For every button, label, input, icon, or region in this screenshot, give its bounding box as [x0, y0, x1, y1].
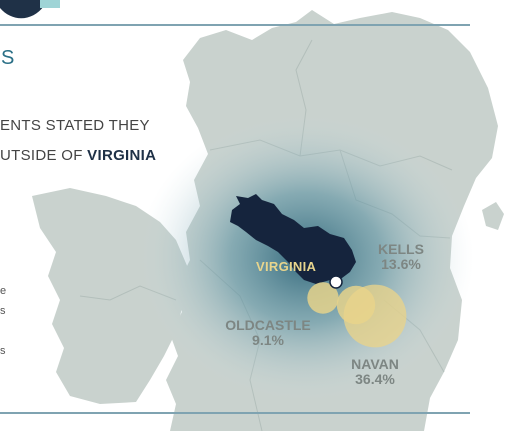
bottom-divider [0, 412, 470, 414]
side-fragment: e [0, 285, 7, 297]
logo-arc-icon [0, 0, 60, 19]
navan-percent: 36.4% [355, 371, 395, 387]
intro-line-2-highlight: VIRGINIA [87, 147, 157, 164]
side-fragment: s [0, 305, 6, 317]
oldcastle-percent: 9.1% [252, 332, 284, 348]
oldcastle-name: OLDCASTLE [225, 317, 311, 333]
intro-line-2: UTSIDE OF VIRGINIA [0, 147, 156, 164]
virginia-county-shape [230, 194, 356, 284]
land-island [482, 202, 504, 230]
intro-line-2-prefix: UTSIDE OF [0, 147, 88, 164]
header-title-fragment: S [1, 47, 16, 69]
kells-percent: 13.6% [381, 256, 421, 272]
virginia-dot [329, 275, 343, 289]
oldcastle-label: OLDCASTLE 9.1% [218, 318, 318, 348]
navan-label: NAVAN 36.4% [342, 357, 408, 387]
intro-line-1: ENTS STATED THEY [0, 117, 150, 134]
oldcastle-bubble [307, 282, 339, 314]
virginia-label: VIRGINIA [256, 259, 317, 274]
navan-bubble [343, 284, 407, 348]
side-fragment: s [0, 345, 6, 357]
kells-name: KELLS [378, 241, 424, 257]
kells-label: KELLS 13.6% [365, 242, 437, 272]
navan-name: NAVAN [351, 356, 399, 372]
top-divider [0, 24, 470, 26]
